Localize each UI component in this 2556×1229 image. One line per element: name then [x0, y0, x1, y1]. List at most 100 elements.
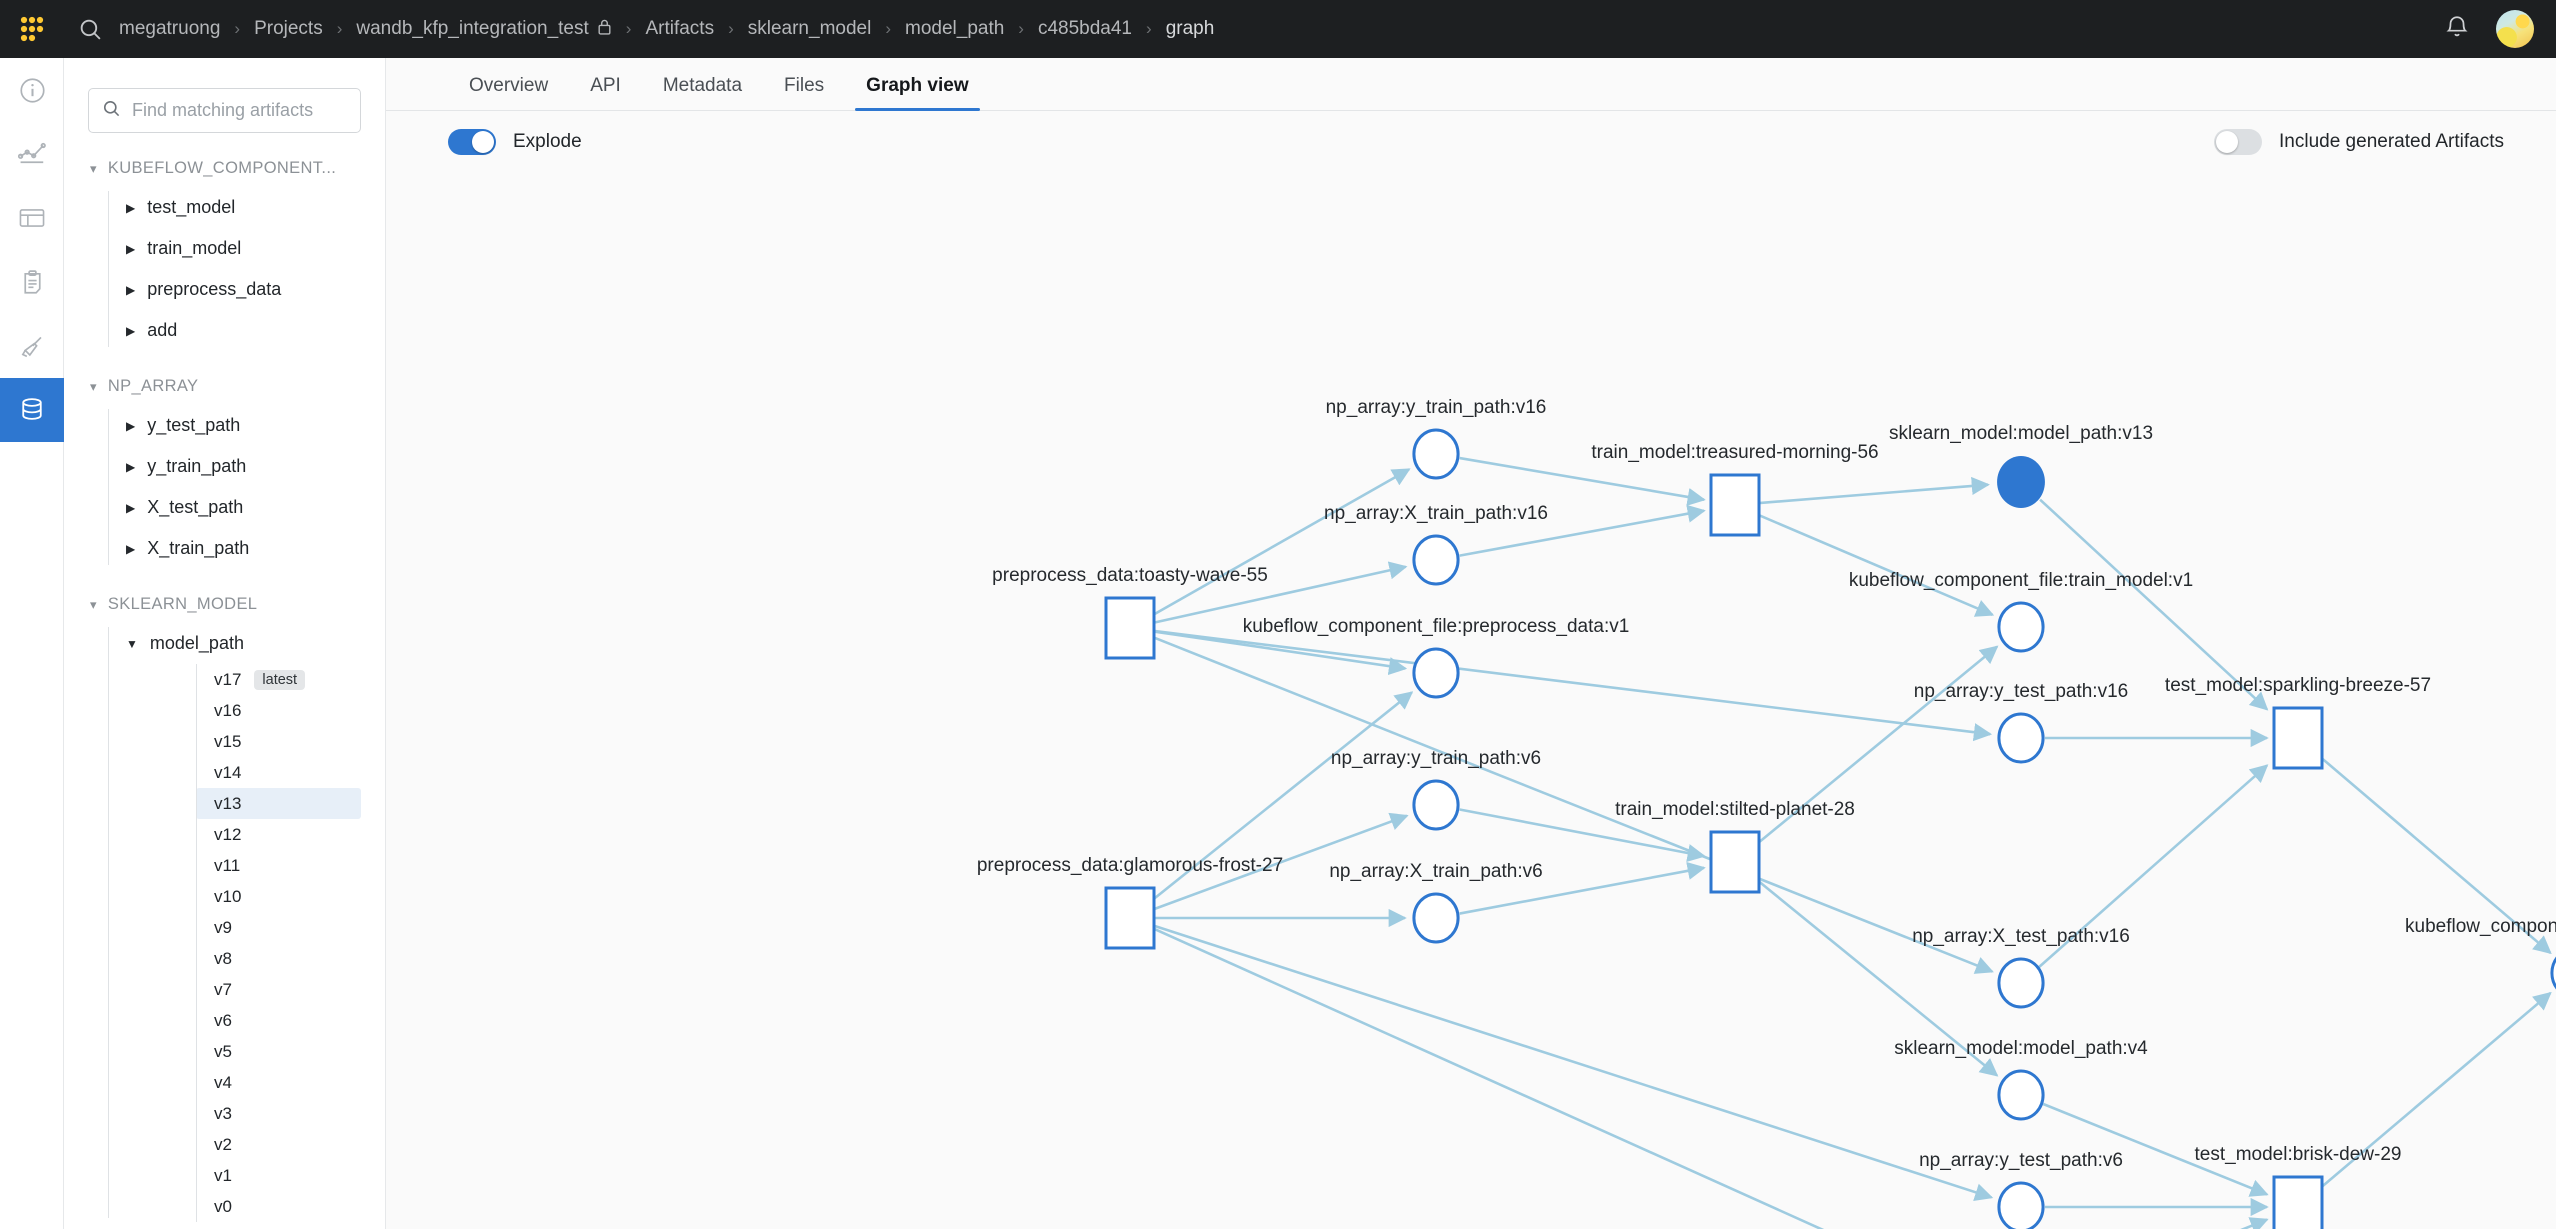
version-item-v16[interactable]: v16	[196, 695, 361, 726]
version-item-v1[interactable]: v1	[196, 1160, 361, 1191]
sidebar-item-train_model[interactable]: ▶train_model	[108, 228, 385, 269]
bell-icon[interactable]	[2444, 14, 2470, 45]
breadcrumb-item-6[interactable]: c485bda41	[1037, 18, 1133, 39]
breadcrumb-item-0[interactable]: megatruong	[119, 18, 221, 39]
breadcrumb-item-5[interactable]: model_path	[905, 18, 1005, 39]
sidebar-item-label: X_test_path	[147, 497, 244, 517]
sidebar-item-model_path[interactable]: ▼model_path	[108, 623, 385, 664]
tab-graph-view[interactable]: Graph view	[845, 75, 989, 111]
main-panel: Overview API Metadata Files Graph view E…	[386, 58, 2556, 1229]
artifact-search-box[interactable]	[88, 88, 361, 133]
graph-node[interactable]	[1104, 886, 1156, 950]
graph-node[interactable]	[1709, 830, 1761, 894]
clipboard-icon[interactable]	[0, 250, 64, 314]
breadcrumb-item-3[interactable]: Artifacts	[645, 18, 715, 39]
sidebar-item-X_test_path[interactable]: ▶X_test_path	[108, 487, 385, 528]
wandb-dots-logo[interactable]	[0, 14, 64, 44]
sidebar-item-add[interactable]: ▶add	[108, 310, 385, 351]
include-generated-toggle-group[interactable]: Include generated Artifacts	[2214, 129, 2504, 155]
database-icon[interactable]	[0, 378, 64, 442]
info-icon[interactable]	[0, 58, 64, 122]
search-input[interactable]	[132, 100, 347, 121]
version-item-v0[interactable]: v0	[196, 1191, 361, 1222]
version-item-v7[interactable]: v7	[196, 974, 361, 1005]
version-item-v8[interactable]: v8	[196, 943, 361, 974]
breadcrumb-item-7[interactable]: graph	[1165, 18, 1215, 39]
graph-node[interactable]	[1412, 892, 1460, 944]
graph-node[interactable]	[1997, 456, 2045, 508]
version-item-v5[interactable]: v5	[196, 1036, 361, 1067]
version-item-v11[interactable]: v11	[196, 850, 361, 881]
version-label: v12	[214, 824, 242, 844]
version-item-v12[interactable]: v12	[196, 819, 361, 850]
tab-metadata[interactable]: Metadata	[662, 75, 743, 96]
sidebar-group-sklearn-model[interactable]: ▾SKLEARN_MODEL	[64, 585, 385, 623]
breadcrumb-item-2[interactable]: wandb_kfp_integration_test	[353, 18, 614, 41]
version-item-v3[interactable]: v3	[196, 1098, 361, 1129]
search-icon[interactable]	[64, 17, 116, 42]
line-chart-icon[interactable]	[0, 122, 64, 186]
graph-node[interactable]	[1997, 712, 2045, 764]
graph-node[interactable]	[2550, 949, 2556, 997]
version-label: v3	[214, 1103, 232, 1123]
graph-node[interactable]	[1997, 601, 2045, 653]
tab-overview[interactable]: Overview	[469, 75, 549, 96]
graph-node[interactable]	[2272, 706, 2324, 770]
version-item-v14[interactable]: v14	[196, 757, 361, 788]
avatar[interactable]	[2496, 10, 2534, 48]
graph-node[interactable]	[1412, 647, 1460, 699]
sidebar-item-y_train_path[interactable]: ▶y_train_path	[108, 446, 385, 487]
sidebar-item-label: preprocess_data	[147, 279, 282, 299]
sidebar-item-preprocess_data[interactable]: ▶preprocess_data	[108, 269, 385, 310]
sidebar-item-X_train_path[interactable]: ▶X_train_path	[108, 528, 385, 569]
breadcrumb-item-1[interactable]: Projects	[254, 18, 323, 39]
table-panel-icon[interactable]	[0, 186, 64, 250]
graph-node[interactable]	[1104, 596, 1156, 660]
explode-toggle-group[interactable]: Explode	[448, 129, 582, 155]
graph-node-label: np_array:y_test_path:v6	[1919, 1150, 2123, 1171]
graph-node[interactable]	[1997, 957, 2045, 1009]
caret-right-icon: ▶	[126, 241, 136, 256]
version-item-v10[interactable]: v10	[196, 881, 361, 912]
sidebar-item-test_model[interactable]: ▶test_model	[108, 187, 385, 228]
tab-files[interactable]: Files	[784, 75, 825, 96]
graph-node-label: test_model:brisk-dew-29	[2194, 1144, 2402, 1165]
explode-toggle[interactable]	[448, 129, 496, 155]
graph-node[interactable]	[1997, 1069, 2045, 1121]
include-generated-toggle[interactable]	[2214, 129, 2263, 155]
version-label: v16	[214, 700, 242, 720]
graph-node[interactable]	[1412, 428, 1460, 480]
breadcrumb-item-4[interactable]: sklearn_model	[747, 18, 872, 39]
version-label: v10	[214, 886, 242, 906]
version-item-v9[interactable]: v9	[196, 912, 361, 943]
graph-node[interactable]	[1412, 779, 1460, 831]
graph-node[interactable]	[2272, 1175, 2324, 1229]
version-item-v13[interactable]: v13	[196, 788, 361, 819]
explode-toggle-label: Explode	[513, 131, 582, 152]
breadcrumb-item-2-label: wandb_kfp_integration_test	[356, 18, 589, 39]
graph-node-label: test_model:sparkling-breeze-57	[2164, 675, 2432, 696]
graph-node[interactable]	[1709, 473, 1761, 537]
graph-node[interactable]	[1997, 1181, 2045, 1229]
sidebar-group-np-array[interactable]: ▾NP_ARRAY	[64, 367, 385, 405]
version-item-v15[interactable]: v15	[196, 726, 361, 757]
sidebar-item-label: X_train_path	[147, 538, 250, 558]
version-item-v4[interactable]: v4	[196, 1067, 361, 1098]
graph-edge	[2321, 757, 2552, 955]
caret-right-icon: ▶	[126, 323, 136, 338]
graph-node[interactable]	[1412, 534, 1460, 586]
version-item-v2[interactable]: v2	[196, 1129, 361, 1160]
sidebar-item-y_test_path[interactable]: ▶y_test_path	[108, 405, 385, 446]
tab-api[interactable]: API	[590, 75, 621, 96]
version-label: v0	[214, 1196, 232, 1216]
version-item-v6[interactable]: v6	[196, 1005, 361, 1036]
graph-edge	[1459, 456, 1706, 506]
broom-icon[interactable]	[0, 314, 64, 378]
graph-canvas[interactable]	[386, 173, 2556, 1229]
graph-edge	[1758, 880, 1999, 1077]
graph-edge	[2038, 764, 2269, 969]
graph-node-label: train_model:treasured-morning-56	[1591, 442, 1879, 463]
sidebar-group-kubeflow-component-[interactable]: ▾KUBEFLOW_COMPONENT...	[64, 149, 385, 187]
